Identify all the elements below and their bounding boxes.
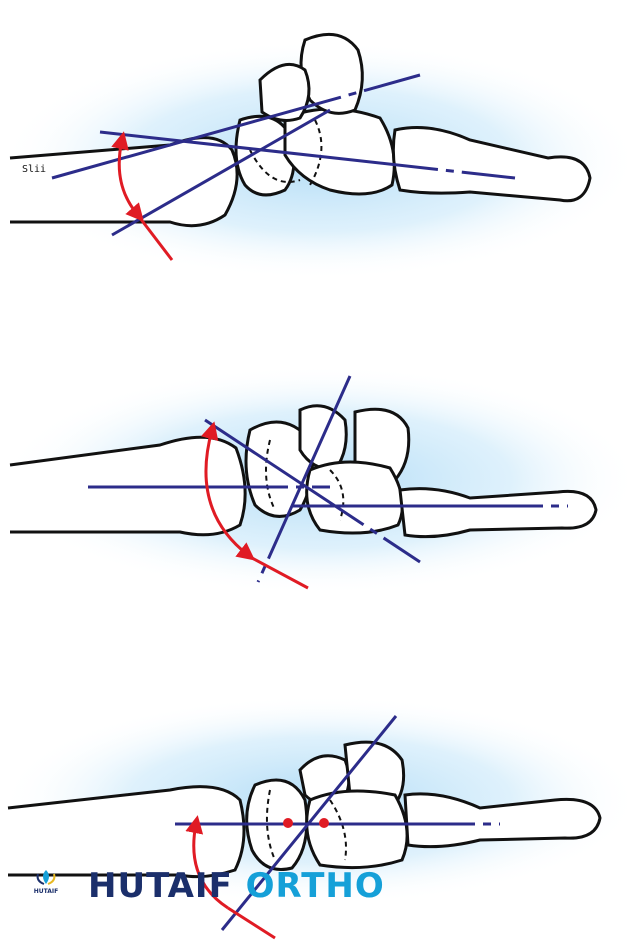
middle-angle-arc [200, 421, 256, 561]
logo-text: HUTAIF [33, 888, 59, 895]
brand-title: HUTAIF ORTHO [88, 866, 385, 906]
top-lunate-bone [234, 114, 296, 197]
middle-metacarpal-bone [398, 487, 598, 539]
top-axis-line-3 [111, 108, 331, 237]
top-radius-marking: Slii [22, 164, 46, 175]
bottom-joint-dot-2 [319, 818, 329, 828]
top-trapezoid-bone [258, 62, 311, 122]
top-dashed-contour [249, 119, 323, 186]
middle-dashed-contour [265, 439, 345, 521]
top-angle-arc [111, 131, 144, 222]
brand-word-2: ORTHO [245, 866, 385, 906]
bottom-capitate-bone [305, 789, 409, 870]
bottom-joint-dot-1 [283, 818, 293, 828]
middle-capitate-bone [305, 460, 404, 535]
top-trapezium-bone [299, 32, 364, 115]
top-red-pointer [138, 217, 174, 261]
middle-red-pointer [251, 556, 309, 590]
bottom-angle-arc [185, 815, 229, 910]
watermark: HUTAIF HUTAIF ORTHO [26, 866, 385, 906]
bottom-axis-line-2 [220, 715, 398, 931]
middle-panel [0, 365, 629, 595]
middle-axis-line-4 [256, 375, 352, 583]
bottom-panel [0, 695, 629, 940]
brand-word-1: HUTAIF [88, 866, 233, 906]
bottom-metacarpal-bone [403, 792, 602, 849]
bottom-red-pointer [227, 906, 276, 940]
top-panel: Slii [0, 32, 629, 280]
hutaif-logo-icon: HUTAIF [26, 866, 66, 906]
bottom-radius-bone [7, 785, 246, 879]
bottom-dashed-contour [266, 789, 347, 861]
top-metacarpal-bone [391, 126, 592, 203]
top-axis-line-1 [99, 130, 516, 180]
